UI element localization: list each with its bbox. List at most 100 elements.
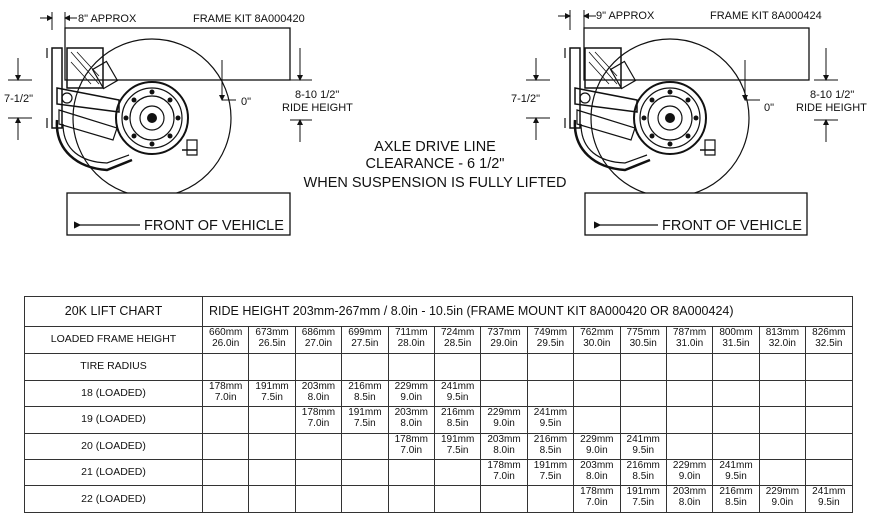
value-in: 8.0in: [585, 470, 608, 482]
value-mm: 191mm: [255, 380, 289, 392]
empty-cell: [480, 353, 528, 381]
empty-cell: [805, 458, 853, 487]
value-in: 28.5in: [444, 337, 472, 349]
right-side-dim-label: 7-1/2": [511, 93, 540, 105]
value-in: 32.0in: [768, 337, 796, 349]
left-side-dim-label: 7-1/2": [4, 93, 33, 105]
value-in: 8.5in: [632, 470, 655, 482]
right-offset-label: 9" APPROX: [596, 10, 655, 22]
value-in: 9.0in: [493, 418, 515, 430]
value-mm: 241mm: [812, 486, 846, 498]
value-mm: 241mm: [719, 459, 753, 471]
value-mm: 229mm: [580, 433, 614, 445]
empty-cell: [433, 485, 482, 513]
lift-chart-table: 20K LIFT CHART RIDE HEIGHT 203mm-267mm /…: [24, 296, 853, 513]
value-in: 7.0in: [585, 497, 608, 509]
left-ride-height-value: 8-10 1/2": [295, 89, 339, 101]
value-mm: 216mm: [348, 380, 382, 392]
empty-cell: [712, 432, 760, 460]
value-mm: 673mm: [255, 326, 289, 338]
empty-cell: [805, 406, 853, 434]
empty-cell: [480, 485, 528, 513]
empty-cell: [573, 379, 621, 408]
empty-cell: [201, 353, 250, 381]
empty-cell: [805, 379, 853, 408]
left-offset-label: 8" APPROX: [78, 13, 137, 25]
empty-cell: [619, 406, 667, 434]
right-frame-rail: [583, 27, 810, 81]
empty-cell: [526, 353, 575, 381]
value-in: 27.0in: [304, 337, 333, 349]
right-front-rail: [584, 192, 808, 236]
empty-cell: [758, 458, 807, 487]
empty-cell: [387, 353, 435, 381]
value-in: 8.0in: [678, 497, 701, 509]
value-mm: 800mm: [719, 326, 753, 338]
clearance-note-line-1: AXLE DRIVE LINE: [374, 139, 496, 155]
value-in: 9.0in: [771, 497, 794, 509]
empty-cell: [248, 432, 296, 460]
empty-cell: [712, 353, 760, 381]
tire-row-label: 19 (LOADED): [24, 406, 203, 434]
right-front-label: FRONT OF VEHICLE: [662, 218, 802, 234]
empty-cell: [665, 406, 714, 434]
empty-cell: [341, 432, 389, 460]
right-frame-kit-label: FRAME KIT 8A000424: [710, 10, 822, 22]
empty-cell: [805, 353, 853, 381]
value-mm: 813mm: [765, 326, 800, 338]
value-in: 8.0in: [307, 391, 330, 403]
value-in: 7.0in: [493, 470, 515, 482]
value-in: 9.0in: [585, 444, 608, 456]
value-mm: 178mm: [580, 486, 614, 498]
empty-cell: [201, 458, 250, 487]
empty-cell: [712, 406, 760, 434]
left-zero-label: 0": [241, 96, 251, 108]
empty-cell: [573, 406, 621, 434]
empty-cell: [665, 353, 714, 381]
empty-cell: [665, 379, 714, 408]
value-in: 8.5in: [354, 391, 376, 403]
value-mm: 216mm: [719, 486, 753, 498]
value-mm: 203mm: [672, 486, 707, 498]
empty-cell: [248, 353, 296, 381]
value-mm: 699mm: [348, 326, 382, 338]
left-front-label: FRONT OF VEHICLE: [144, 218, 284, 234]
right-assembly: FRONT OF VEHICLE 9" APPROX FRAME KIT 8A0…: [511, 10, 867, 236]
value-mm: 203mm: [487, 433, 521, 445]
value-mm: 203mm: [580, 459, 614, 471]
value-mm: 191mm: [533, 459, 568, 471]
value-in: 7.5in: [632, 497, 655, 509]
value-in: 31.5in: [722, 337, 750, 349]
tire-radius-label: TIRE RADIUS: [24, 353, 203, 381]
empty-cell: [758, 432, 807, 460]
empty-cell: [433, 353, 482, 381]
empty-cell: [387, 485, 435, 513]
value-mm: 203mm: [394, 407, 428, 419]
value-mm: 191mm: [440, 433, 475, 445]
value-in: 8.5in: [446, 418, 469, 430]
value-mm: 178mm: [487, 459, 521, 471]
value-in: 7.0in: [307, 418, 330, 430]
tire-radius-row: TIRE RADIUS: [24, 353, 853, 381]
